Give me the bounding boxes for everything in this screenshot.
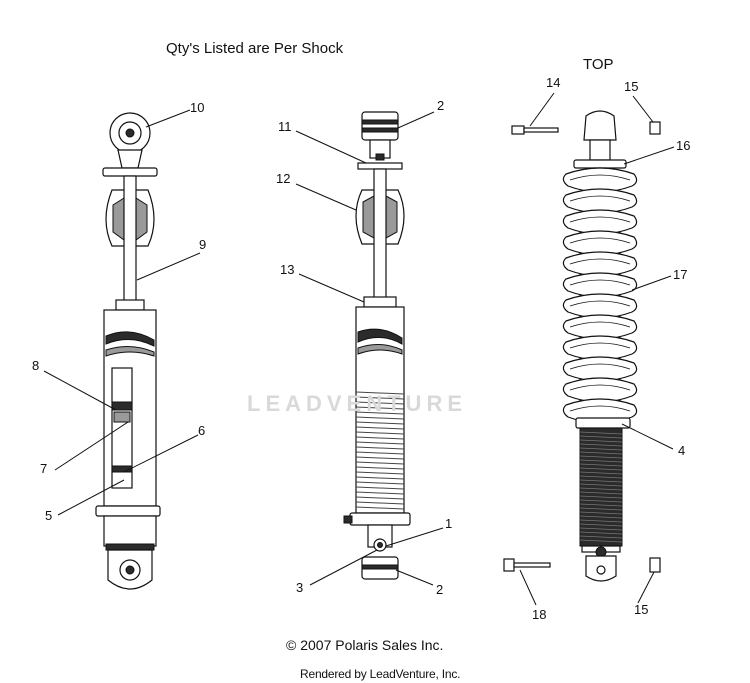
leader-lines <box>43 92 675 606</box>
callout-3: 3 <box>296 580 304 595</box>
callout-7: 7 <box>40 461 48 476</box>
callout-12: 12 <box>276 171 291 186</box>
callout-15-top: 15 <box>624 79 639 94</box>
shaft <box>373 168 387 302</box>
left-shock-assembly <box>95 112 161 590</box>
callout-16: 16 <box>676 138 691 153</box>
threaded-body <box>579 427 623 547</box>
washer <box>357 162 403 170</box>
coil-spring <box>562 167 638 424</box>
callout-11: 11 <box>278 119 292 134</box>
spring-collar <box>575 417 631 429</box>
bolt-bottom <box>503 558 551 572</box>
rendered-credit: Rendered by LeadVenture, Inc. <box>300 667 461 681</box>
top-bushing <box>361 111 399 141</box>
callout-13: 13 <box>280 262 295 277</box>
callout-5: 5 <box>45 508 53 523</box>
callout-2-top: 2 <box>437 98 445 113</box>
qty-note: Qty's Listed are Per Shock <box>166 40 344 57</box>
callout-18: 18 <box>532 607 547 622</box>
watermark: LEADVENTURE <box>247 391 468 416</box>
top-mount <box>583 110 617 141</box>
copyright: © 2007 Polaris Sales Inc. <box>286 637 444 653</box>
callout-8: 8 <box>32 358 40 373</box>
bolt-top <box>511 125 559 135</box>
callout-6: 6 <box>198 423 206 438</box>
nut-top <box>649 121 661 135</box>
top-label: TOP <box>583 56 614 73</box>
callout-10: 10 <box>190 100 205 115</box>
shaft <box>123 175 137 305</box>
callout-2-bottom: 2 <box>436 582 444 597</box>
callout-1: 1 <box>445 516 453 531</box>
middle-shock-assembly <box>343 111 411 580</box>
callout-4: 4 <box>678 443 686 458</box>
cap <box>363 296 397 308</box>
callout-9: 9 <box>199 237 207 252</box>
right-shock-assembly <box>503 110 661 582</box>
nut-bottom <box>649 557 661 573</box>
callout-14: 14 <box>546 75 561 90</box>
callout-15-bottom: 15 <box>634 602 649 617</box>
callout-17: 17 <box>673 267 688 282</box>
